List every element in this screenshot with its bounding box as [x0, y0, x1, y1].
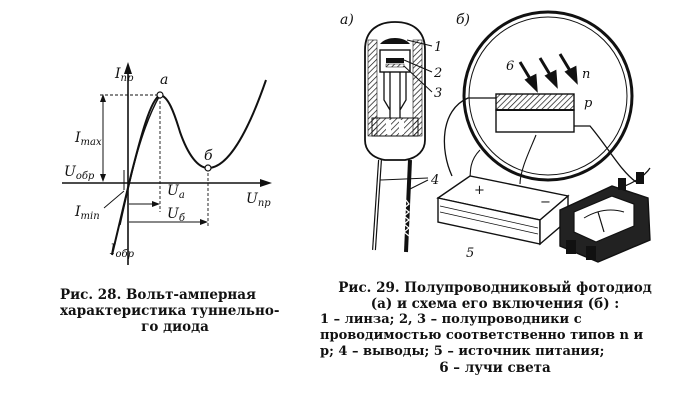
- inner-leads: [383, 72, 407, 118]
- callout-line-4b: [407, 179, 429, 191]
- battery-stripe-2: [439, 211, 539, 235]
- meter-terminal-1: [618, 178, 626, 190]
- figure-28-caption: Рис. 28. Вольт-амперная характеристика т…: [60, 287, 290, 335]
- iv-curve: [159, 79, 267, 170]
- magnifier-circle-inner: [468, 16, 628, 176]
- n-label: n: [582, 67, 590, 82]
- battery-minus: −: [540, 195, 551, 210]
- reverse-branch-curve: [111, 94, 161, 256]
- external-lead-left-inner: [373, 159, 381, 251]
- external-lead-right-twist: [403, 199, 410, 237]
- battery-stripe-1: [439, 205, 539, 229]
- wire-bottom: [574, 125, 637, 183]
- battery-plus: +: [474, 183, 485, 198]
- fig29-legend-line-3: p; 4 – выводы; 5 – источник питания;: [320, 344, 605, 359]
- imax-arrow-top: [100, 94, 106, 102]
- label-b: б): [456, 12, 470, 28]
- fig29-legend-line-2: проводимостью соответственно типов n и: [320, 328, 644, 343]
- callout-4: 4: [430, 173, 439, 188]
- iv-curve-start: [119, 94, 161, 226]
- meter-face: [573, 195, 635, 243]
- label-a: а): [340, 12, 354, 28]
- imax-arrow-bottom: [100, 174, 106, 182]
- fig29-caption-subtitle: (а) и схема его включения (б) :: [370, 296, 620, 312]
- light-rays: [518, 53, 578, 93]
- callout-line-2: [403, 59, 433, 73]
- point-a-label: а: [160, 72, 168, 88]
- wire-top: [443, 97, 496, 177]
- fig28-caption-line-2: характеристика туннельно-: [60, 303, 280, 319]
- fig28-caption-line-1: Рис. 28. Вольт-амперная: [60, 287, 257, 303]
- figure-29-caption: Рис. 29. Полупроводниковый фотодиод (а) …: [320, 280, 670, 376]
- connection-scheme: б) 6 n p + − 5: [436, 10, 651, 263]
- voltage-axis-label: Uпр: [246, 191, 271, 209]
- meter-terminal-2: [636, 172, 644, 184]
- external-lead-right: [404, 159, 412, 253]
- base-gap-1: [386, 120, 391, 134]
- base-gap-2: [399, 120, 404, 134]
- pn-block-p: [495, 109, 575, 133]
- voltage-axis-arrow: [260, 179, 272, 187]
- fig29-legend-line-4: 6 – лучи света: [439, 360, 551, 376]
- ua-arrow: [152, 201, 160, 207]
- callout-line-1: [406, 39, 433, 47]
- meter-scale: [583, 209, 625, 219]
- lens: [380, 38, 410, 44]
- magnifier-circle-outer: [462, 10, 634, 182]
- iv-characteristic-diagram: Iпр Uпр Uобр Iобр Imax Imin Uа Uб а: [62, 62, 272, 265]
- callout-1: 1: [434, 40, 442, 55]
- base-block: [371, 117, 419, 137]
- pn-block-n: [495, 93, 575, 111]
- ub-arrow: [200, 219, 208, 225]
- callout-3: 3: [434, 86, 442, 101]
- valley-point-b: [204, 164, 212, 172]
- peak-point-a: [156, 91, 164, 99]
- semiconductor-p: [385, 63, 405, 68]
- imin-label: Imin: [74, 204, 100, 222]
- ua-label: Uа: [167, 183, 185, 201]
- callout-5: 5: [466, 246, 474, 261]
- reverse-voltage-label: Uобр: [64, 164, 95, 182]
- fig28-caption-line-3: го диода: [141, 319, 209, 335]
- meter-foot-1: [566, 240, 576, 254]
- p-label: p: [584, 96, 593, 111]
- wire-meter: [611, 167, 651, 191]
- callout-line-3: [403, 65, 433, 93]
- semiconductor-n: [386, 58, 404, 63]
- callout-line-4a: [379, 177, 429, 181]
- meter-foot-2: [586, 246, 596, 260]
- fig29-legend-line-1: 1 – линза; 2, 3 – полупроводники с: [320, 312, 582, 327]
- callout-6: 6: [506, 59, 514, 74]
- callout-2: 2: [433, 66, 442, 81]
- imin-leader: [103, 190, 125, 209]
- ub-label: Uб: [167, 206, 186, 224]
- imax-label: Imax: [74, 130, 102, 148]
- meter-needle: [597, 211, 605, 233]
- fig29-caption-title: Рис. 29. Полупроводниковый фотодиод: [338, 280, 652, 296]
- point-b-label: б: [204, 148, 213, 164]
- current-axis-arrow: [124, 62, 132, 74]
- current-axis-label: Iпр: [114, 66, 134, 84]
- photodiode-cross-section: а) 1 2 3: [340, 12, 442, 253]
